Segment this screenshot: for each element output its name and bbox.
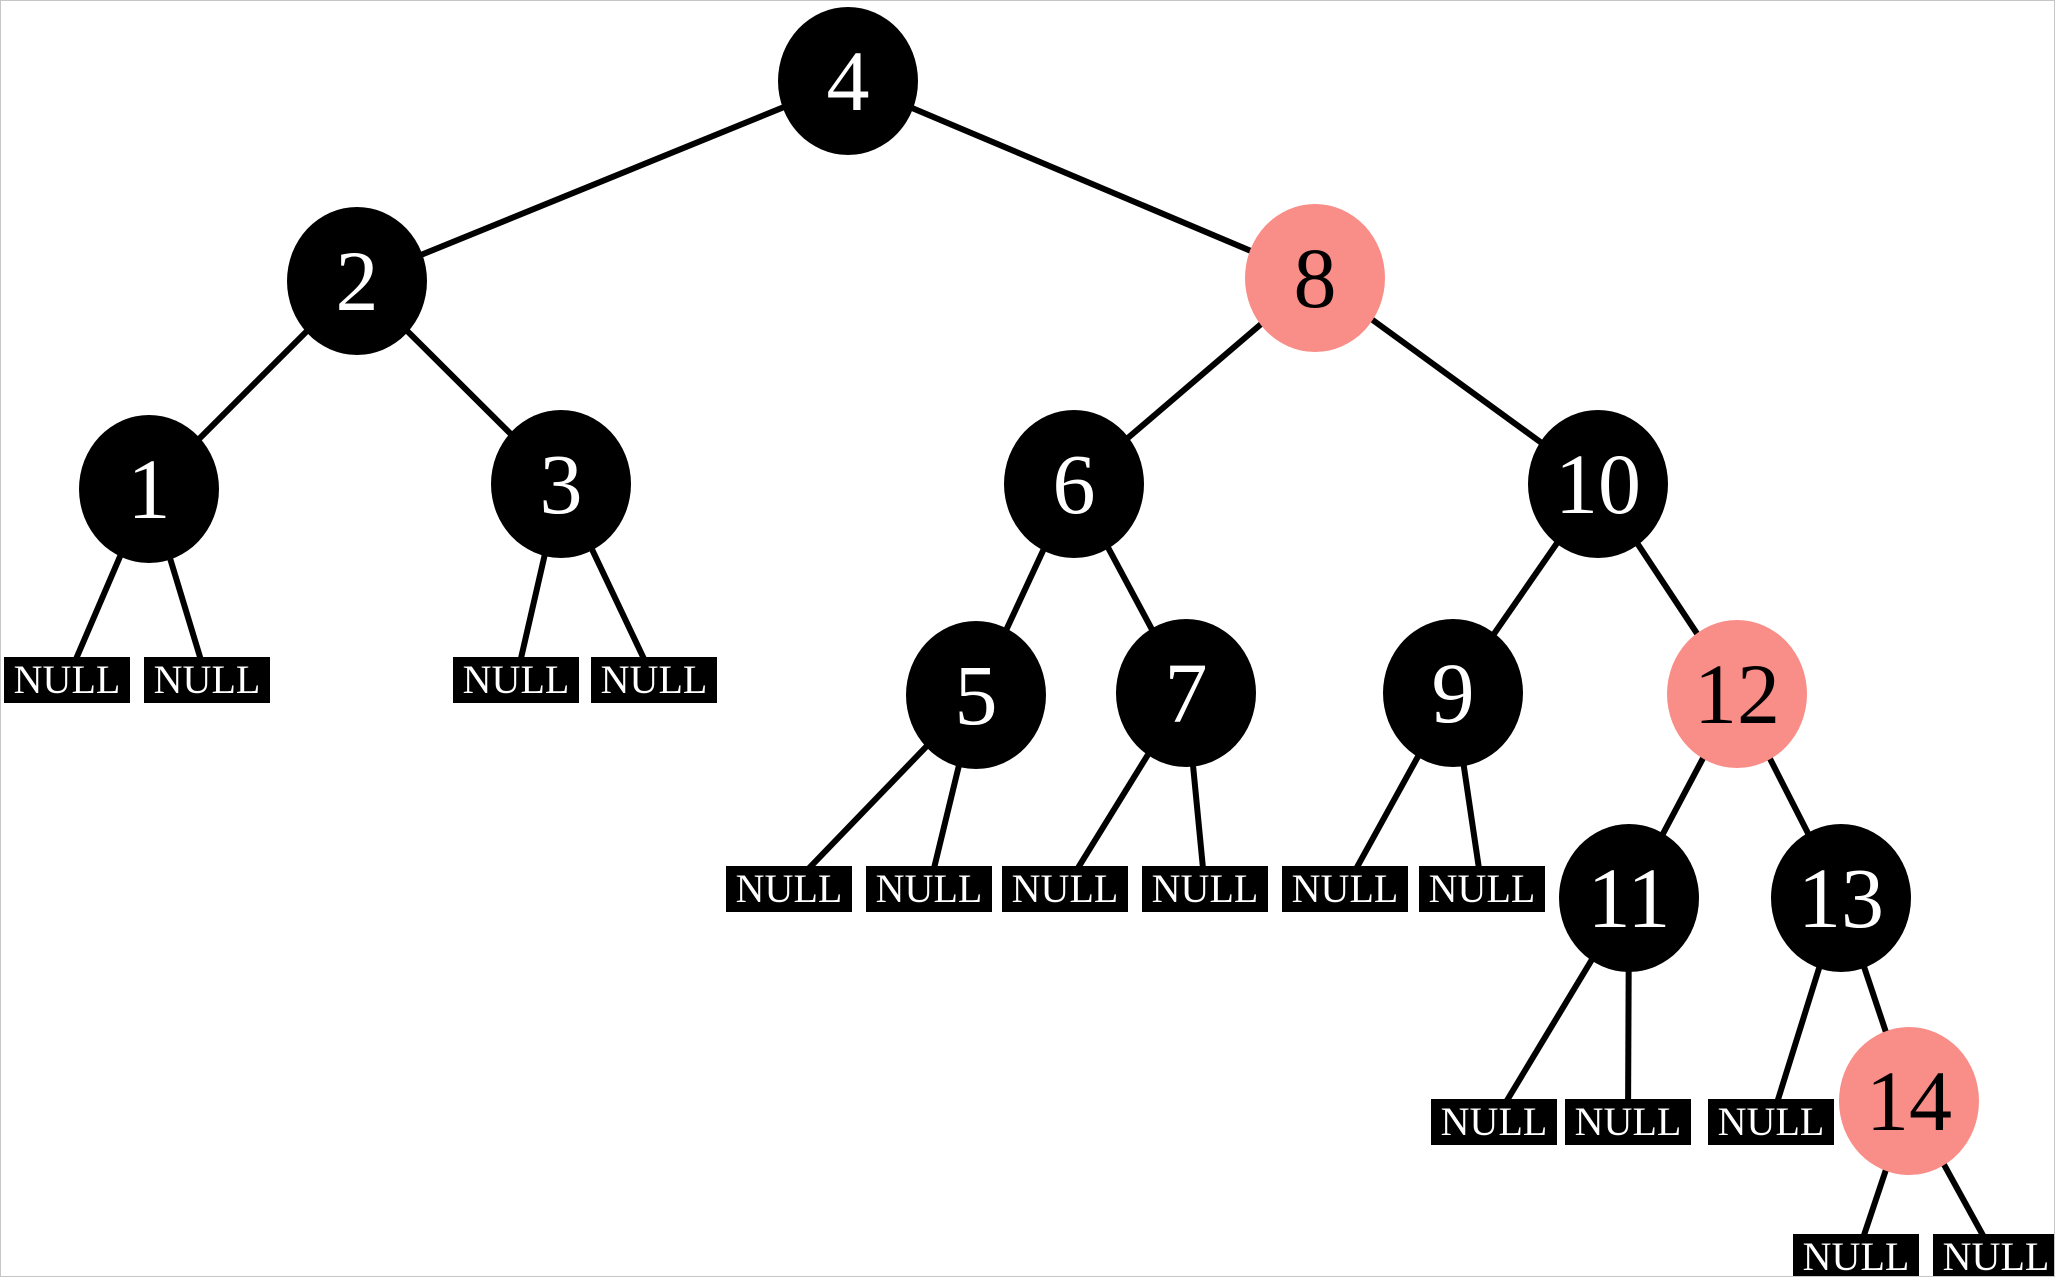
null-leaf-14-right: NULL [1933, 1234, 2054, 1276]
null-leaf-3-left: NULL [453, 657, 579, 703]
tree-node-6: 6 [1004, 410, 1144, 558]
null-leaf-13-left: NULL [1708, 1099, 1834, 1145]
tree-node-11: 11 [1559, 824, 1699, 972]
tree-node-12: 12 [1667, 620, 1807, 768]
null-leaf-1-left: NULL [4, 657, 130, 703]
tree-node-3: 3 [491, 410, 631, 558]
null-leaf-9-right: NULL [1419, 866, 1545, 912]
tree-node-2: 2 [287, 207, 427, 355]
tree-node-5: 5 [906, 621, 1046, 769]
null-leaf-7-right: NULL [1142, 866, 1268, 912]
null-leaf-5-left: NULL [726, 866, 852, 912]
edge-4-2 [355, 78, 850, 284]
null-leaf-1-right: NULL [144, 657, 270, 703]
null-leaf-11-right: NULL [1565, 1099, 1691, 1145]
tree-node-7: 7 [1116, 619, 1256, 767]
tree-node-13: 13 [1771, 824, 1911, 972]
null-leaf-7-left: NULL [1002, 866, 1128, 912]
null-leaf-9-left: NULL [1282, 866, 1408, 912]
null-leaf-11-left: NULL [1431, 1099, 1557, 1145]
tree-node-10: 10 [1528, 410, 1668, 558]
edge-4-8 [846, 78, 1317, 281]
tree-node-14: 14 [1839, 1027, 1979, 1175]
tree-node-9: 9 [1383, 619, 1523, 767]
null-leaf-14-left: NULL [1793, 1234, 1919, 1276]
tree-node-1: 1 [79, 415, 219, 563]
tree-node-8: 8 [1245, 204, 1385, 352]
null-leaf-3-right: NULL [591, 657, 717, 703]
null-leaf-5-right: NULL [866, 866, 992, 912]
tree-node-4: 4 [778, 7, 918, 155]
